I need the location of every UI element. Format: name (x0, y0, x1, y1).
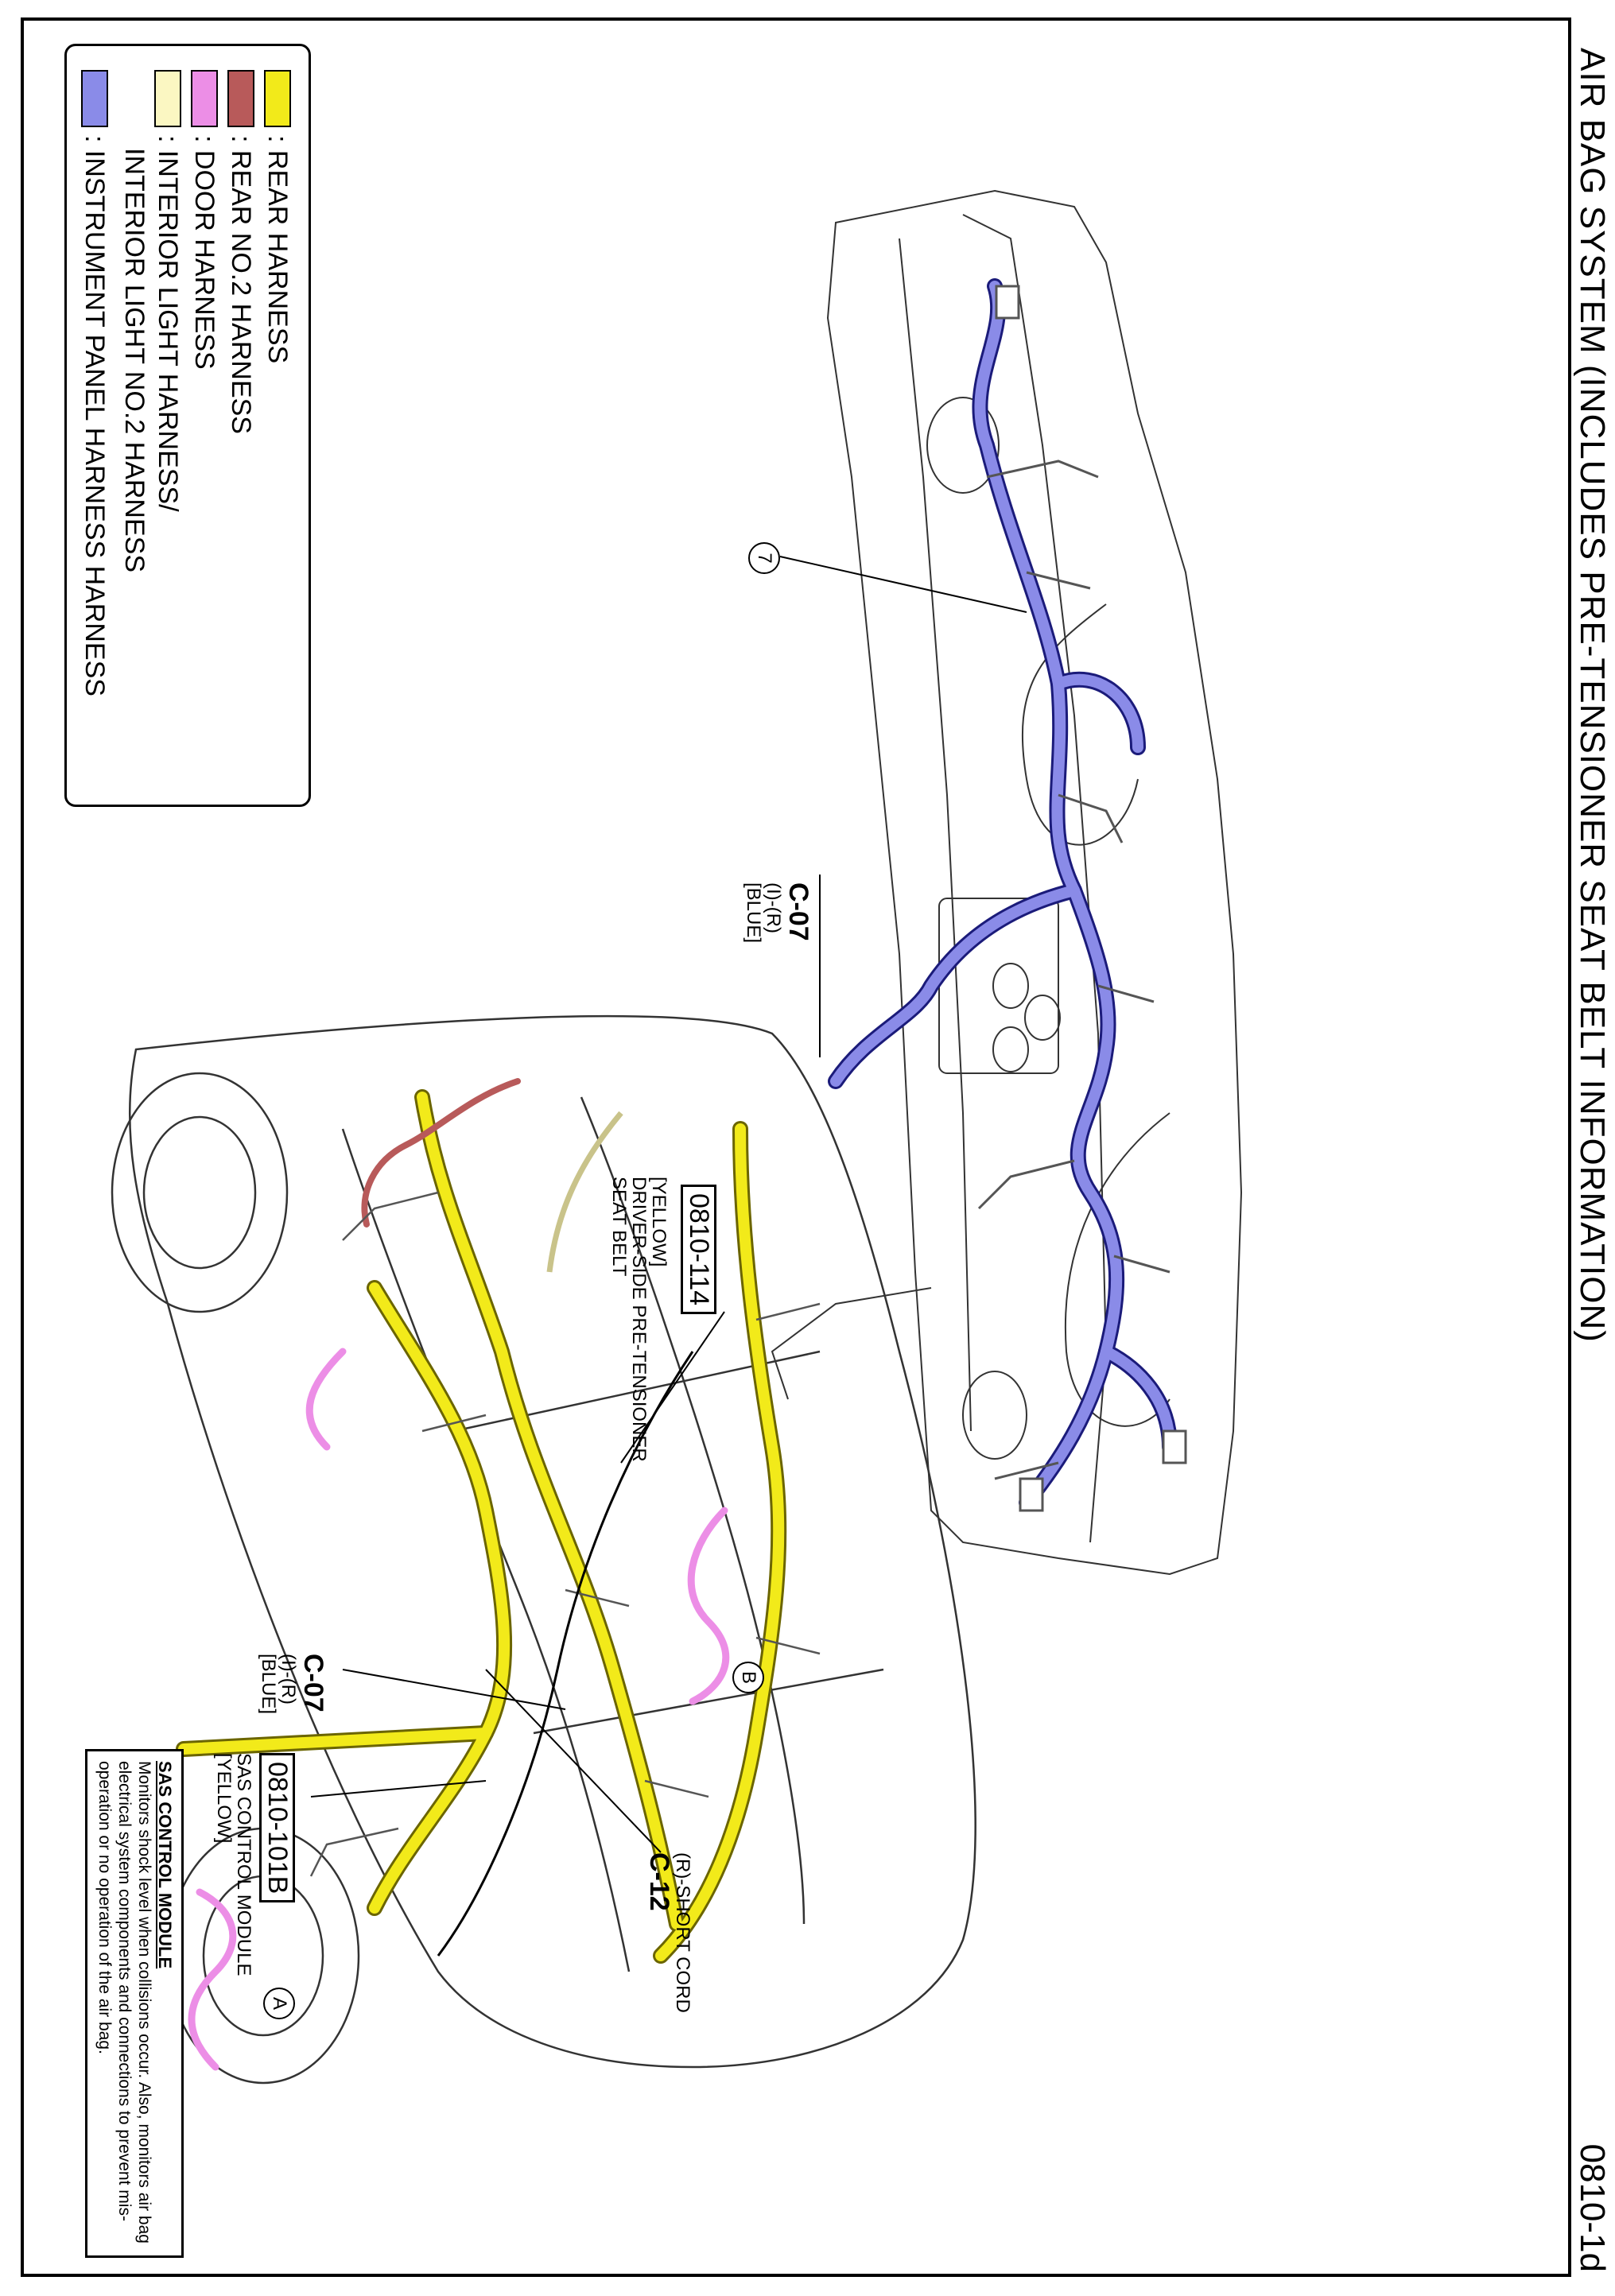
instrument-panel-drawing (771, 189, 1243, 1576)
ip-connector-c07: C-07 (I)-(R) [BLUE] (743, 882, 813, 944)
instrument-panel-branches (977, 285, 1187, 1512)
shortcord-leader (485, 1669, 662, 1853)
legend-swatch (264, 70, 291, 127)
seatbelt-color: [YELLOW] (648, 1177, 670, 1267)
rear-no2-harness (361, 1078, 521, 1228)
interior-light-harness (546, 1111, 623, 1273)
short-cord-code: C-12 (643, 1852, 674, 1911)
connector-color: [BLUE] (743, 882, 765, 944)
legend-swatch (227, 70, 254, 127)
connector-sub: (I)-(R) (278, 1654, 300, 1705)
description-text: Monitors shock level when collisions occ… (95, 1761, 153, 2244)
legend-label: : INSTRUMENT PANEL HARNESS HARNESS (80, 135, 111, 696)
legend-label: : INTERIOR LIGHT HARNESS/ (153, 135, 184, 512)
marker-7-leader (779, 556, 1027, 613)
connector-color: [BLUE] (258, 1654, 280, 1715)
sas-module-callout: SAS CONTROL MODULE [YELLOW] (212, 1753, 254, 1976)
legend-label: : REAR HARNESS (262, 135, 293, 364)
description-title: SAS CONTROL MODULE (155, 1761, 175, 1969)
seatbelt-leader (620, 1311, 725, 1464)
marker-b: B (732, 1662, 764, 1693)
sas-module-description: SAS CONTROL MODULE Monitors shock level … (85, 1749, 184, 2258)
legend-label: : REAR NO.2 HARNESS (226, 135, 257, 434)
seatbelt-callout: [YELLOW] DRIVER-SIDE PRE-TENSIONER SEAT … (608, 1177, 670, 1462)
legend-item-door: : DOOR HARNESS (184, 70, 224, 370)
short-cord-callout: (R)-SHORT CORD C-12 (644, 1852, 693, 2013)
marker-a: A (263, 1988, 295, 2019)
rear-harness (178, 1092, 785, 1961)
marker-7: 7 (748, 542, 780, 574)
vehicle-connector-c07: C-07 (I)-(R) [BLUE] (258, 1654, 328, 1715)
sas-module-code: 0810-101B (259, 1753, 295, 1903)
legend-item-rear-no2: : REAR NO.2 HARNESS (221, 70, 261, 434)
short-cord-name: (R)-SHORT CORD (672, 1852, 693, 2013)
legend-label: : DOOR HARNESS (189, 135, 220, 370)
legend-item-instrument-panel: : INSTRUMENT PANEL HARNESS HARNESS (75, 70, 115, 696)
pretensioner-cable (437, 1351, 694, 1957)
seatbelt-code: 0810-114 (681, 1185, 716, 1315)
sas-module-color: [YELLOW] (212, 1753, 235, 1844)
sas-module-name: SAS CONTROL MODULE (233, 1753, 254, 1976)
seatbelt-name1: DRIVER-SIDE PRE-TENSIONER (627, 1177, 650, 1462)
legend-label-continued: INTERIOR LIGHT NO.2 HARNESS (119, 148, 149, 573)
legend: : REAR HARNESS : REAR NO.2 HARNESS : DOO… (64, 44, 311, 807)
vehicle-outline (111, 1014, 976, 2085)
legend-swatch (154, 70, 181, 127)
connector-sub: (I)-(R) (763, 882, 785, 933)
connector-code: C-07 (783, 882, 813, 941)
c07-leader (342, 1669, 566, 1710)
legend-swatch (191, 70, 218, 127)
legend-item-rear: : REAR HARNESS (258, 70, 297, 363)
seatbelt-name2: SEAT BELT (608, 1177, 630, 1277)
legend-item-interior-light: : INTERIOR LIGHT HARNESS/ (148, 70, 188, 512)
legend-swatch (81, 70, 108, 127)
connector-code: C-07 (298, 1654, 328, 1712)
door-harness (188, 1348, 730, 2071)
sas-leader (310, 1780, 487, 1798)
vehicle-branches (309, 1191, 821, 1877)
instrument-panel-harness (828, 278, 1178, 1511)
